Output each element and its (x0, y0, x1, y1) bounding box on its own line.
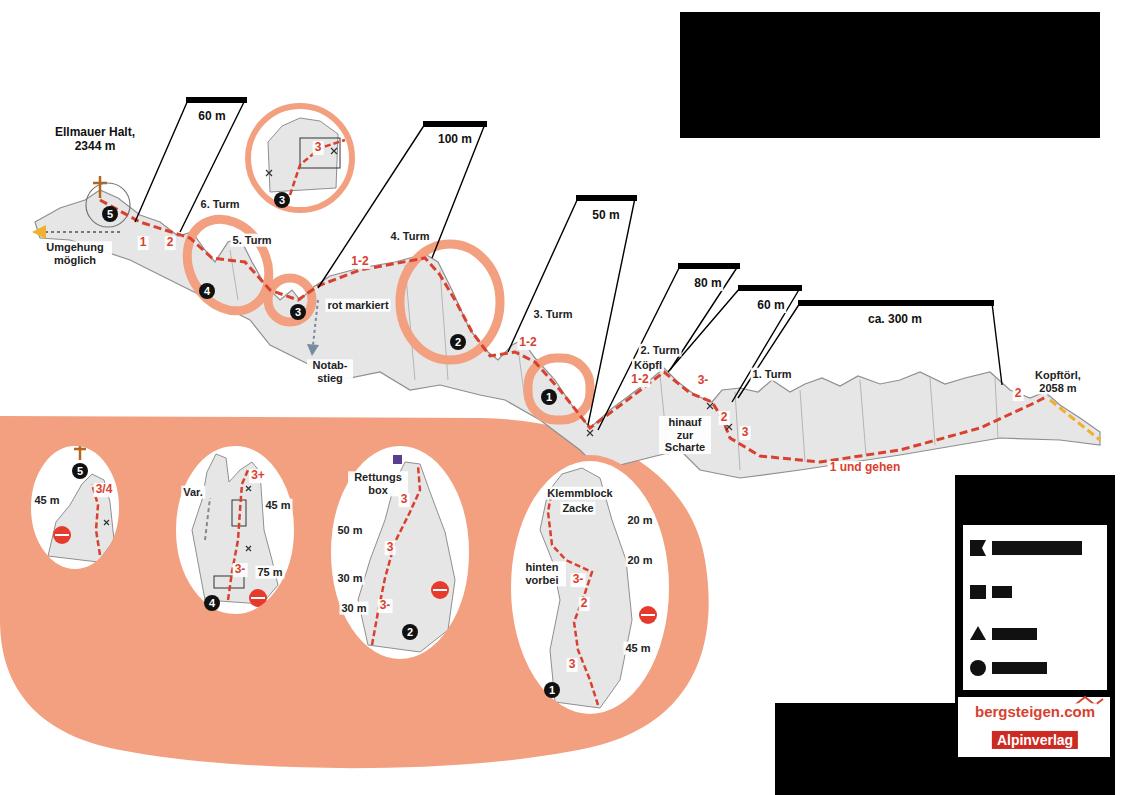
grade-label: 2 (579, 597, 590, 611)
place-label: Notab- stieg (307, 359, 353, 384)
place-label: 5. Turm (231, 234, 274, 247)
inset-oval: Var. 3+ 45 m 3- 75 m 4 (170, 440, 300, 620)
logo-text: bergsteigen.com (973, 703, 1097, 720)
inset-outline (245, 103, 355, 213)
grade-label: 1-2 (349, 255, 370, 269)
inset-oval: 33 (245, 103, 355, 213)
inset-outline (25, 440, 125, 575)
place-label: Umgehung möglich (38, 241, 112, 266)
length-label: 100 m (436, 133, 474, 147)
place-label: hinten vorbei (518, 561, 566, 586)
place-label: Köpfl (632, 359, 664, 372)
grade-label: 1-2 (629, 373, 650, 387)
place-label: Klemmblock (545, 487, 614, 500)
grade-label: 3+ (249, 469, 267, 483)
place-label: 6. Turm (199, 198, 242, 211)
place-label: 50 m (335, 524, 364, 537)
place-label: 75 m (255, 566, 284, 579)
grade-label: 2 (1013, 387, 1024, 401)
grade-label: 1 (138, 236, 149, 250)
callout-number: 2 (450, 334, 466, 350)
grade-label: 3- (233, 563, 248, 577)
grade-label: 3 (399, 493, 410, 507)
length-label: 50 m (590, 209, 621, 223)
grade-label: 1-2 (517, 336, 538, 350)
grade-label: 3 (385, 541, 396, 555)
place-label: 45 m (623, 642, 652, 655)
inset-oval: 5 45 m 3/4 (25, 440, 125, 575)
grade-label: 3 (313, 141, 324, 155)
length-label: 60 m (755, 299, 786, 313)
place-label: 30 m (335, 572, 364, 585)
grade-label: 3 (740, 426, 751, 440)
place-label: Kopftörl, 2058 m (1024, 369, 1092, 394)
place-label: 20 m (625, 514, 654, 527)
place-label: 20 m (625, 554, 654, 567)
callout-number: 3 (274, 192, 290, 208)
logo-text: Alpinverlag (992, 731, 1078, 749)
summit-label: Ellmauer Halt, 2344 m (46, 126, 145, 154)
grade-label: 3- (378, 599, 393, 613)
callout-number: 1 (541, 389, 557, 405)
place-label: 2. Turm (639, 344, 682, 357)
place-label: hinauf zur Scharte (659, 416, 711, 454)
callout-number: 3 (290, 304, 306, 320)
place-label: Zacke (560, 502, 595, 515)
place-label: 45 m (32, 494, 61, 507)
place-label: 30 m (339, 602, 368, 615)
grade-label: 3 (567, 658, 578, 672)
place-label: 4. Turm (389, 230, 432, 243)
callout-number: 5 (102, 206, 118, 222)
grade-label: 3- (696, 374, 711, 388)
grade-label: 3- (571, 573, 586, 587)
length-label: 60 m (196, 110, 227, 124)
place-label: 1. Turm (751, 368, 794, 381)
place-label: 45 m (263, 499, 292, 512)
callout-number: 2 (402, 624, 418, 640)
place-label: Var. (181, 486, 205, 499)
inset-oval: KlemmblockZacke 20 m 20 m hinten vorbei 3- 2 3… (505, 455, 675, 720)
place-label: 3. Turm (532, 308, 575, 321)
grade-label: 2 (165, 236, 176, 250)
grade-label: 2 (719, 411, 730, 425)
inset-outline (170, 440, 300, 620)
length-label: 80 m (692, 277, 723, 291)
callout-number: 1 (544, 682, 560, 698)
inset-oval: Rettungs box350 m330 m3-30 m2 (325, 440, 475, 665)
place-label: rot markiert (325, 299, 390, 312)
length-label: ca. 300 m (866, 313, 924, 327)
grade-label: 3/4 (94, 483, 115, 497)
route-note: 1 und gehen (828, 461, 903, 475)
callout-number: 4 (204, 595, 220, 611)
callout-number: 4 (199, 283, 215, 299)
callout-number: 5 (72, 463, 88, 479)
